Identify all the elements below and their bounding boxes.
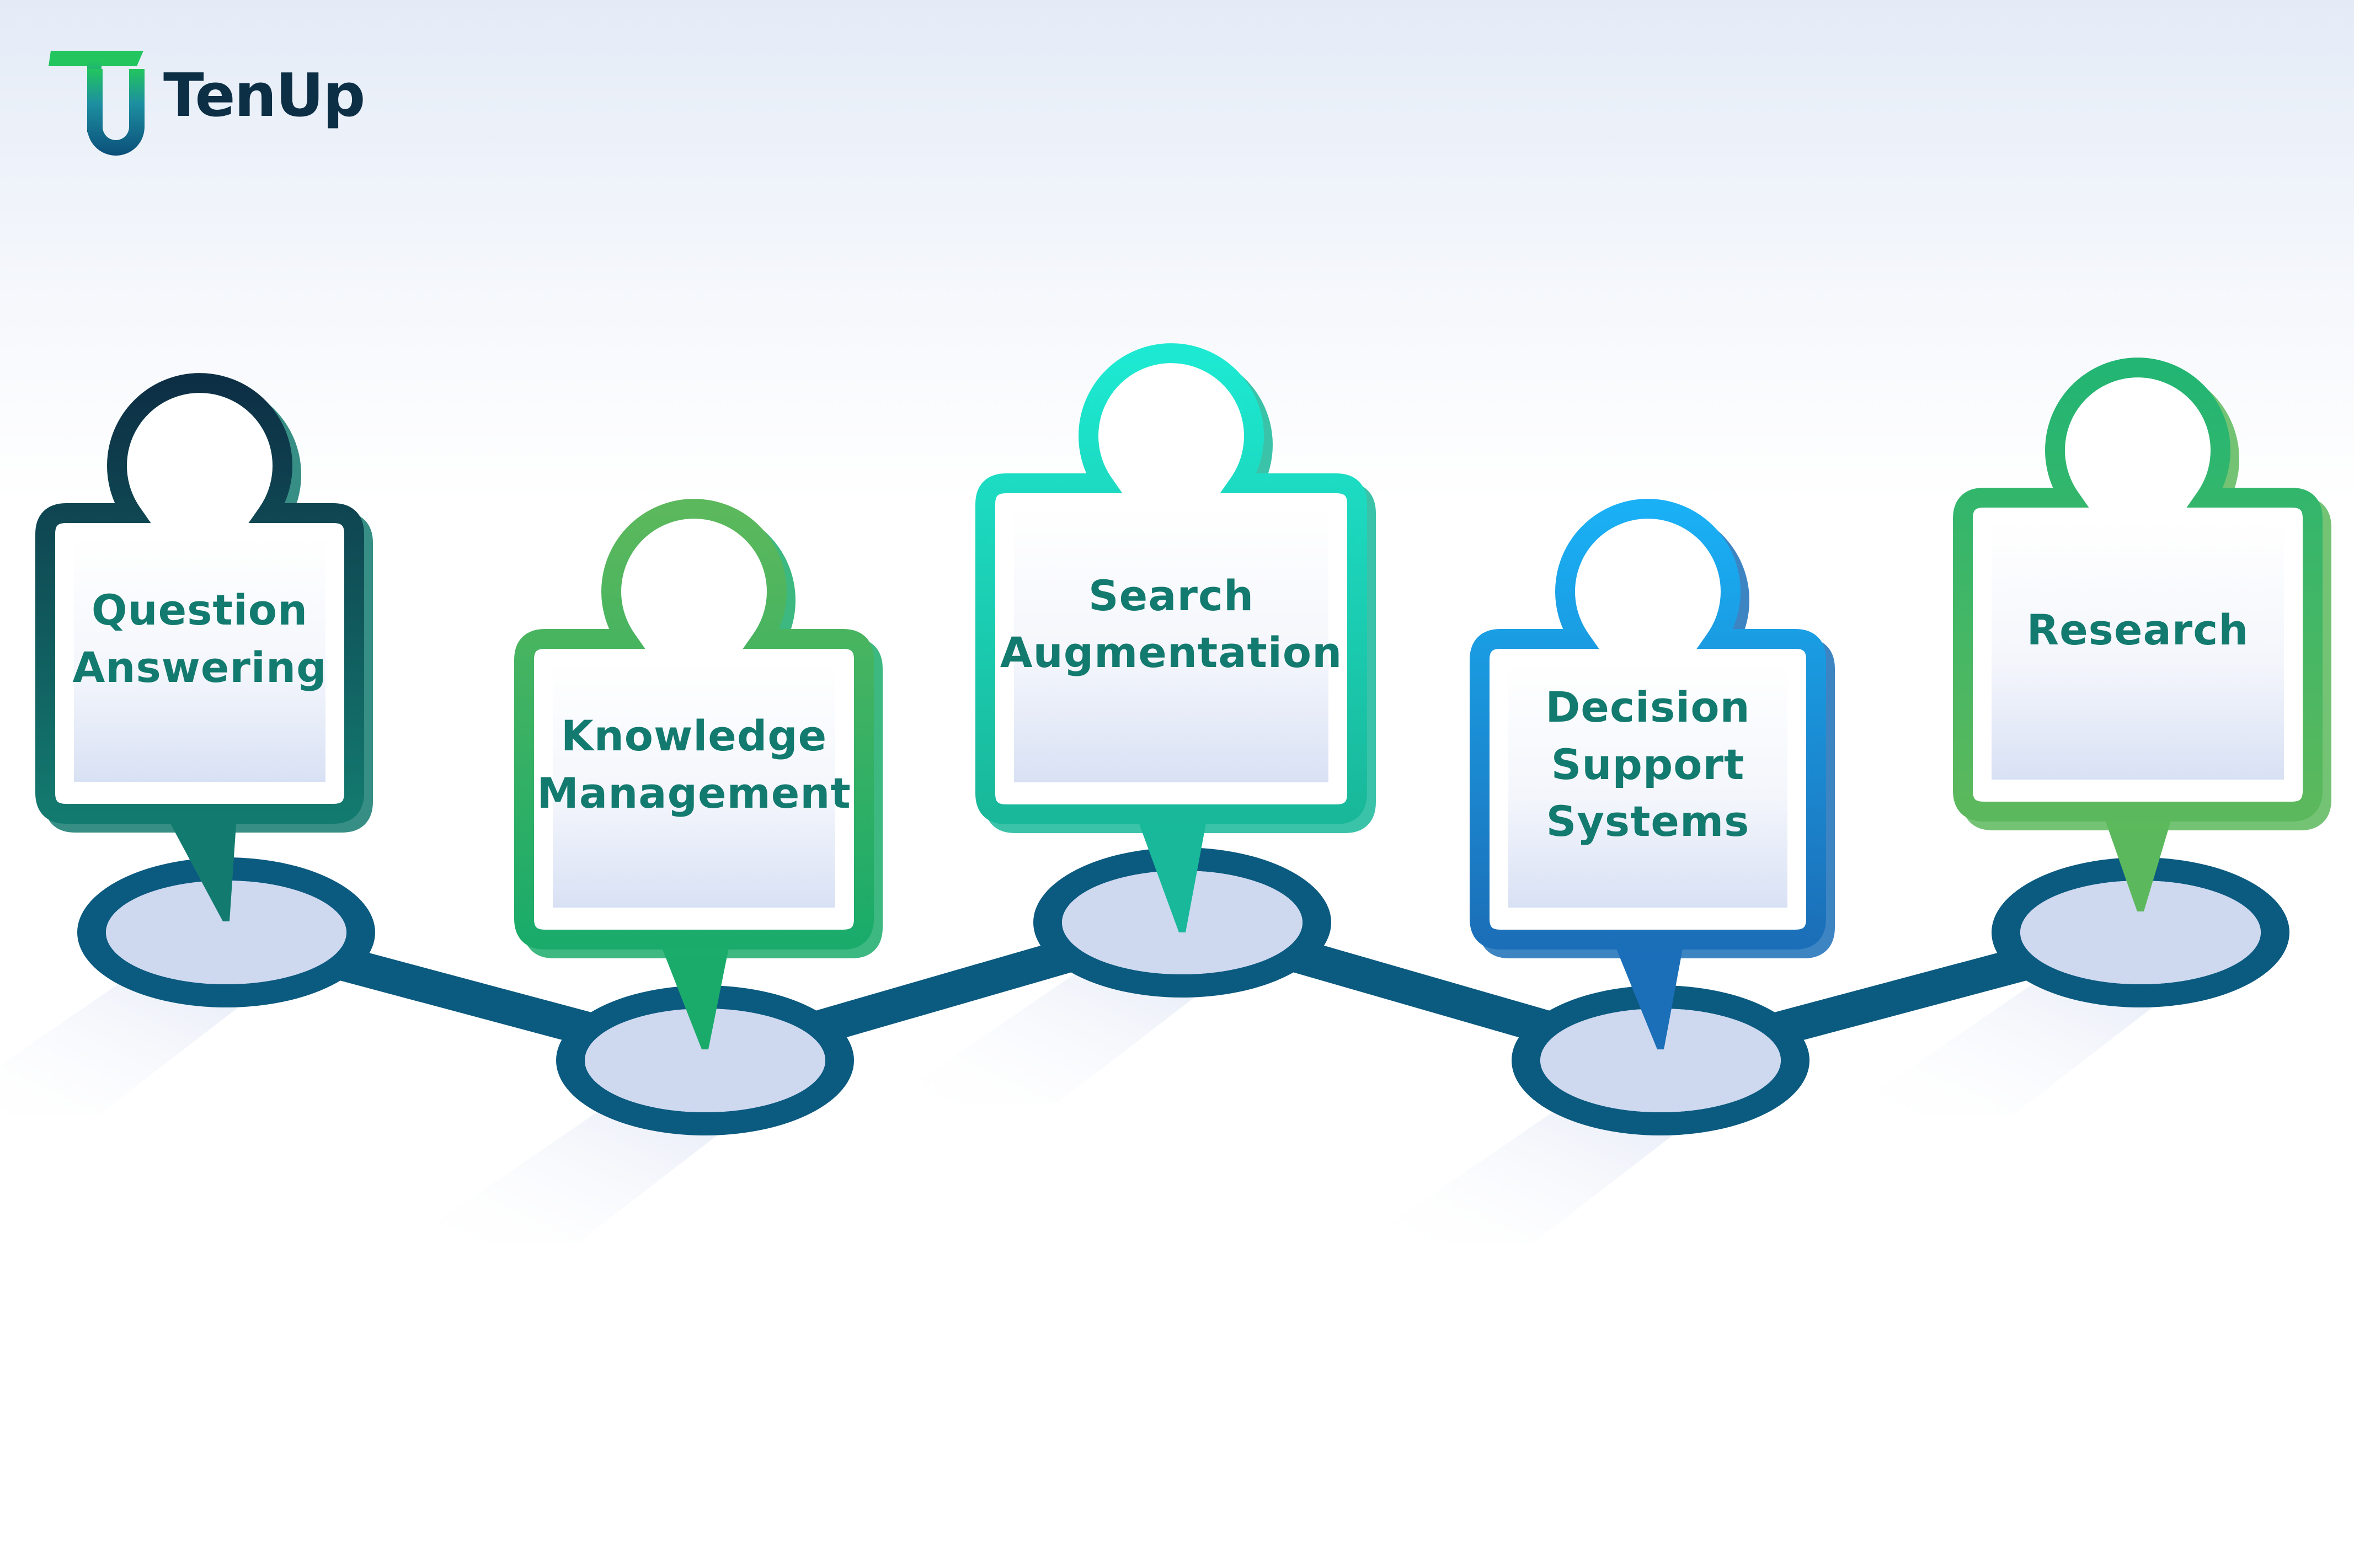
- card-pointer: [1134, 809, 1209, 932]
- card-inner: [74, 536, 325, 782]
- step-label-4: Decision Support Systems: [1545, 682, 1750, 846]
- step-label-5: Research: [2026, 605, 2249, 654]
- card-pointer: [2100, 806, 2175, 911]
- path-connector: [77, 847, 2289, 1135]
- brand-name: TenUp: [163, 61, 365, 130]
- tenup-logo-icon: [49, 51, 145, 156]
- step-card-3: [975, 343, 1376, 932]
- card-pointer: [162, 808, 237, 921]
- path-ring-shade: [106, 881, 346, 984]
- card-inner: [1508, 662, 1787, 908]
- step-card-1: [35, 373, 373, 921]
- step-card-5: [1953, 358, 2331, 911]
- step-label-2: Knowledge Management: [537, 711, 851, 818]
- path-ring-shade: [585, 1009, 825, 1112]
- tenup-logo: TenUp: [49, 44, 402, 166]
- step-cards: [35, 343, 2331, 1049]
- step-label-1: Question Answering: [72, 585, 327, 692]
- card-pointer: [1610, 934, 1685, 1049]
- step-card-4: [1470, 499, 1835, 1049]
- card-inner: [1014, 506, 1328, 782]
- card-inner: [553, 662, 835, 908]
- step-card-2: [514, 499, 883, 1049]
- card-inner: [1992, 521, 2284, 780]
- path-ring-shade: [2020, 881, 2261, 984]
- path-ring-shade: [1540, 1009, 1781, 1112]
- step-label-3: Search Augmentation: [1000, 570, 1343, 677]
- card-pointer: [656, 934, 732, 1049]
